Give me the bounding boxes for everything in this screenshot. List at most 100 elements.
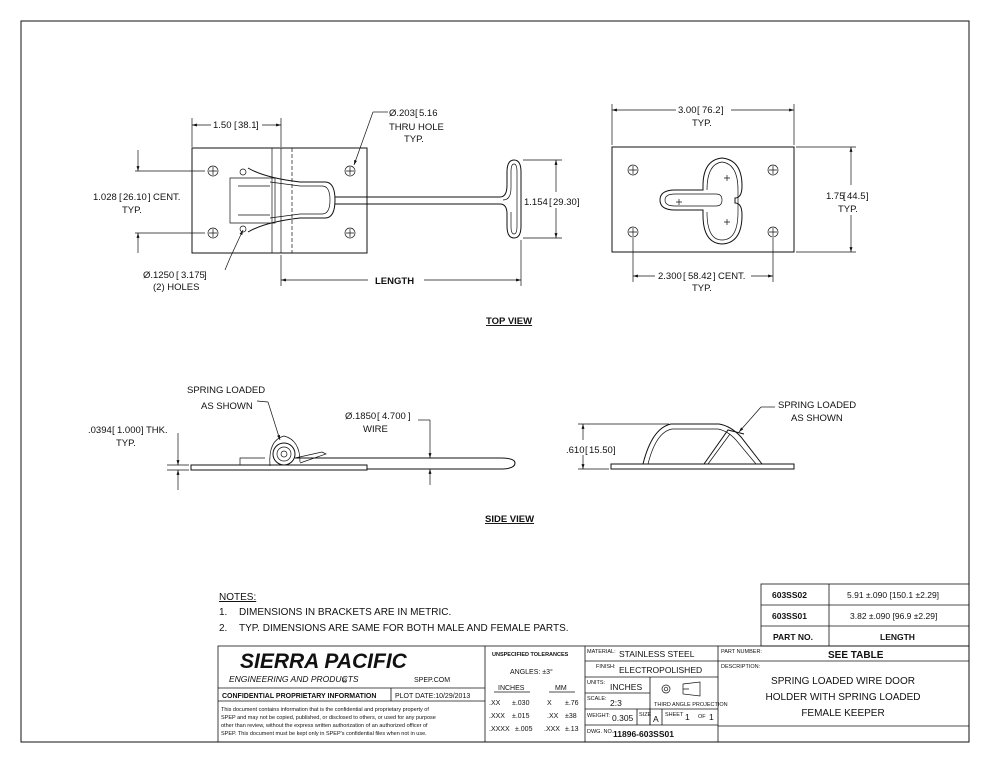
tol-row-3-in-fmt: .XXXX: [489, 726, 510, 733]
part-number-table: 603SS02 5.91 ±.090 [150.1 ±2.29] 603SS01…: [760, 583, 970, 647]
dim-1028-cent: CENT.: [153, 192, 180, 203]
dim-300-metric: 76.2: [702, 105, 721, 116]
dim-wire: WIRE: [363, 424, 388, 435]
dim-0394: .0394: [88, 425, 112, 436]
dim-1028-bracket-close: ]: [148, 192, 151, 203]
note-1: DIMENSIONS IN BRACKETS ARE IN METRIC.: [239, 607, 451, 618]
size-value: A: [653, 714, 659, 724]
tol-row-1-in-val: ±.030: [512, 700, 530, 707]
dim-thru-hole-typ: TYP.: [404, 134, 424, 145]
company-name: SIERRA PACIFIC: [240, 650, 408, 673]
dim-1028-bracket-open: [: [119, 192, 122, 203]
top-view-female-keeper: [611, 146, 795, 253]
tol-row-3-in-val: ±.005: [515, 726, 533, 733]
dim-300-bracket-open: [: [697, 105, 700, 116]
dim-610-metric: 15.50: [589, 445, 613, 456]
dim-300: 3.00: [678, 105, 697, 116]
description-line-1: SPRING LOADED WIRE DOOR: [771, 676, 915, 687]
dim-2300-bracket-open: [: [683, 271, 686, 282]
sheet-number: 1: [685, 712, 690, 722]
dim-as-shown-male: AS SHOWN: [201, 401, 253, 412]
material-value: STAINLESS STEEL: [619, 649, 695, 659]
dim-175-metric: 44.5: [847, 191, 866, 202]
dwg-number-label: DWG. NO.: [587, 729, 614, 735]
table-header-length: LENGTH: [880, 632, 915, 642]
tol-row-2-mm-val: ±38: [565, 713, 577, 720]
dim-wire-185-metric: 4.700: [382, 411, 406, 422]
description-line-2: HOLDER WITH SPRING LOADED: [765, 692, 920, 703]
size-label: SIZE: [639, 712, 652, 718]
dim-hole-125: Ø.1250: [143, 270, 174, 281]
dim-1154-metric: 29.30: [553, 197, 577, 208]
tolerances-angles: ANGLES: ±3°: [510, 668, 553, 676]
dim-2300-metric: 58.42: [688, 271, 712, 282]
notes: NOTES: 1. DIMENSIONS IN BRACKETS ARE IN …: [219, 592, 569, 634]
tol-row-1-in-fmt: .XX: [489, 700, 501, 707]
dim-hole-125-bracket-open: [: [176, 270, 179, 281]
note-2-number: 2.: [219, 623, 227, 634]
dim-hole-125-metric: 3.175: [181, 270, 205, 281]
plot-date: PLOT DATE:10/29/2013: [395, 693, 470, 700]
side-view-title: SIDE VIEW: [485, 514, 534, 525]
dim-150-bracket-open: [: [234, 120, 237, 131]
dim-wire-185: Ø.1850: [345, 411, 376, 422]
tol-row-3-mm-fmt: .XXX: [544, 726, 560, 733]
dim-150: 1.50: [213, 120, 232, 131]
dim-1028-typ: TYP.: [122, 205, 142, 216]
projection-cone-icon: [682, 681, 701, 697]
disclaimer-line-4: SPEP. This document must be kept only in…: [221, 731, 427, 737]
table-row-1-length: 5.91 ±.090 [150.1 ±2.29]: [847, 590, 939, 600]
units-value: INCHES: [610, 682, 642, 692]
dim-1154: 1.154: [524, 197, 548, 208]
tolerances-mm-header: MM: [555, 685, 567, 692]
confidential-label: CONFIDENTIAL PROPRIETARY INFORMATION: [222, 693, 376, 700]
dim-300-typ: TYP.: [692, 118, 712, 129]
dim-175-bracket-close: ]: [866, 191, 869, 202]
dim-150-metric: 38.1: [238, 120, 257, 131]
dim-0394-typ: TYP.: [116, 438, 136, 449]
dim-as-shown-female: AS SHOWN: [791, 413, 843, 424]
dim-1154-bracket-open: [: [549, 197, 552, 208]
dim-2300: 2.300: [658, 271, 682, 282]
tolerances-title: UNSPECIFIED TOLERANCES: [492, 652, 569, 658]
scale-value: 2:3: [610, 698, 622, 708]
projection-label: THIRD ANGLE PROJECTION: [654, 702, 728, 708]
sheet-label: SHEET: [665, 712, 684, 718]
dim-0394-metric: 1.000: [117, 425, 141, 436]
part-number-value: SEE TABLE: [828, 650, 884, 661]
dim-175: 1.75: [826, 191, 845, 202]
dim-1028: 1.028: [93, 192, 117, 203]
tol-row-2-in-fmt: .XXX: [489, 713, 505, 720]
description-line-3: FEMALE KEEPER: [801, 708, 884, 719]
dim-1028-metric: 26.10: [123, 192, 147, 203]
part-number-label: PART NUMBER:: [721, 649, 762, 655]
disclaimer-line-3: other than review, without the express w…: [221, 723, 428, 729]
table-header-part: PART NO.: [773, 632, 813, 642]
dim-610-bracket-close: ]: [613, 445, 616, 456]
table-row-2-length: 3.82 ±.090 [96.9 ±2.29]: [850, 611, 937, 621]
units-label: UNITS:: [587, 680, 606, 686]
dim-spring-loaded-female: SPRING LOADED: [778, 400, 856, 411]
tol-row-3-mm-val: ±.13: [565, 726, 579, 733]
dim-hole-203: Ø.203: [389, 108, 415, 119]
dim-2300-bracket-close: ]: [713, 271, 716, 282]
dim-hole-203-bracket-open: [: [415, 108, 418, 119]
dim-610: .610: [566, 445, 585, 456]
scale-label: SCALE:: [587, 696, 607, 702]
dim-two-holes: (2) HOLES: [153, 282, 199, 293]
dim-2300-typ: TYP.: [692, 283, 712, 294]
sheet-of-label: OF: [698, 714, 706, 720]
dim-300-bracket-close: ]: [721, 105, 724, 116]
side-view-male-dimensions: SPRING LOADED AS SHOWN Ø.1850 [ 4.700 ] …: [88, 385, 432, 490]
dim-175-bracket-open: [: [843, 191, 846, 202]
side-view-female-dimensions: SPRING LOADED AS SHOWN .610 [ 15.50 ]: [566, 400, 856, 470]
dim-length: LENGTH: [375, 276, 414, 287]
finish-label: FINISH:: [596, 664, 616, 670]
note-1-number: 1.: [219, 607, 227, 618]
dim-spring-loaded-male: SPRING LOADED: [187, 385, 265, 396]
dim-150-bracket-close: ]: [256, 120, 259, 131]
tol-row-2-mm-fmt: .XX: [547, 713, 559, 720]
top-view-female-dimensions: 3.00 [ 76.2 ] TYP. 1.75 [ 44.5 ] TYP. 2.…: [611, 104, 869, 294]
company-website: SPEP.COM: [414, 677, 450, 684]
